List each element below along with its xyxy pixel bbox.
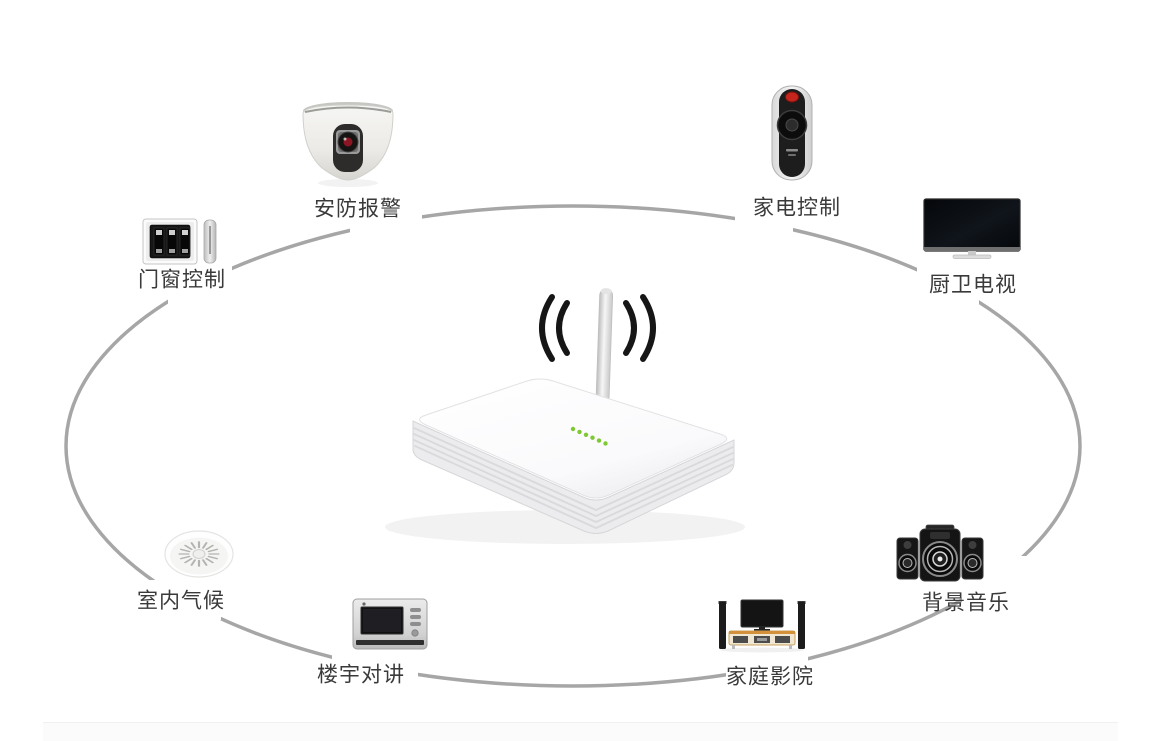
node-label-background-music: 背景音乐 xyxy=(922,590,1010,615)
intercom-icon xyxy=(352,598,428,650)
wifi-signal-icon xyxy=(539,294,656,362)
wall-switch-icon xyxy=(142,216,218,266)
home-theater-icon xyxy=(716,599,808,653)
gateway-base xyxy=(412,420,735,534)
speaker-set-icon xyxy=(896,523,984,585)
remote-control-icon xyxy=(766,85,818,182)
node-label-home-theater: 家庭影院 xyxy=(726,664,814,689)
bottom-divider xyxy=(43,722,1118,741)
ceiling-sensor-icon xyxy=(163,529,235,581)
node-label-kitchen-bath-tv: 厨卫电视 xyxy=(929,272,1017,297)
node-label-building-intercom: 楼宇对讲 xyxy=(317,662,405,687)
gateway-antenna xyxy=(595,288,614,405)
node-label-door-window-control: 门窗控制 xyxy=(138,267,226,292)
gateway-top-face xyxy=(419,378,728,499)
wifi-gateway-icon xyxy=(385,288,745,544)
node-label-security-alarm: 安防报警 xyxy=(314,196,402,221)
tv-icon xyxy=(923,198,1021,262)
dome-camera-icon xyxy=(298,96,398,188)
network-ring xyxy=(64,204,1082,688)
node-label-indoor-climate: 室内气候 xyxy=(137,588,225,613)
ring-gap-masks xyxy=(133,196,1046,692)
node-label-appliance-control: 家电控制 xyxy=(753,195,841,220)
gateway-status-leds xyxy=(570,426,608,446)
